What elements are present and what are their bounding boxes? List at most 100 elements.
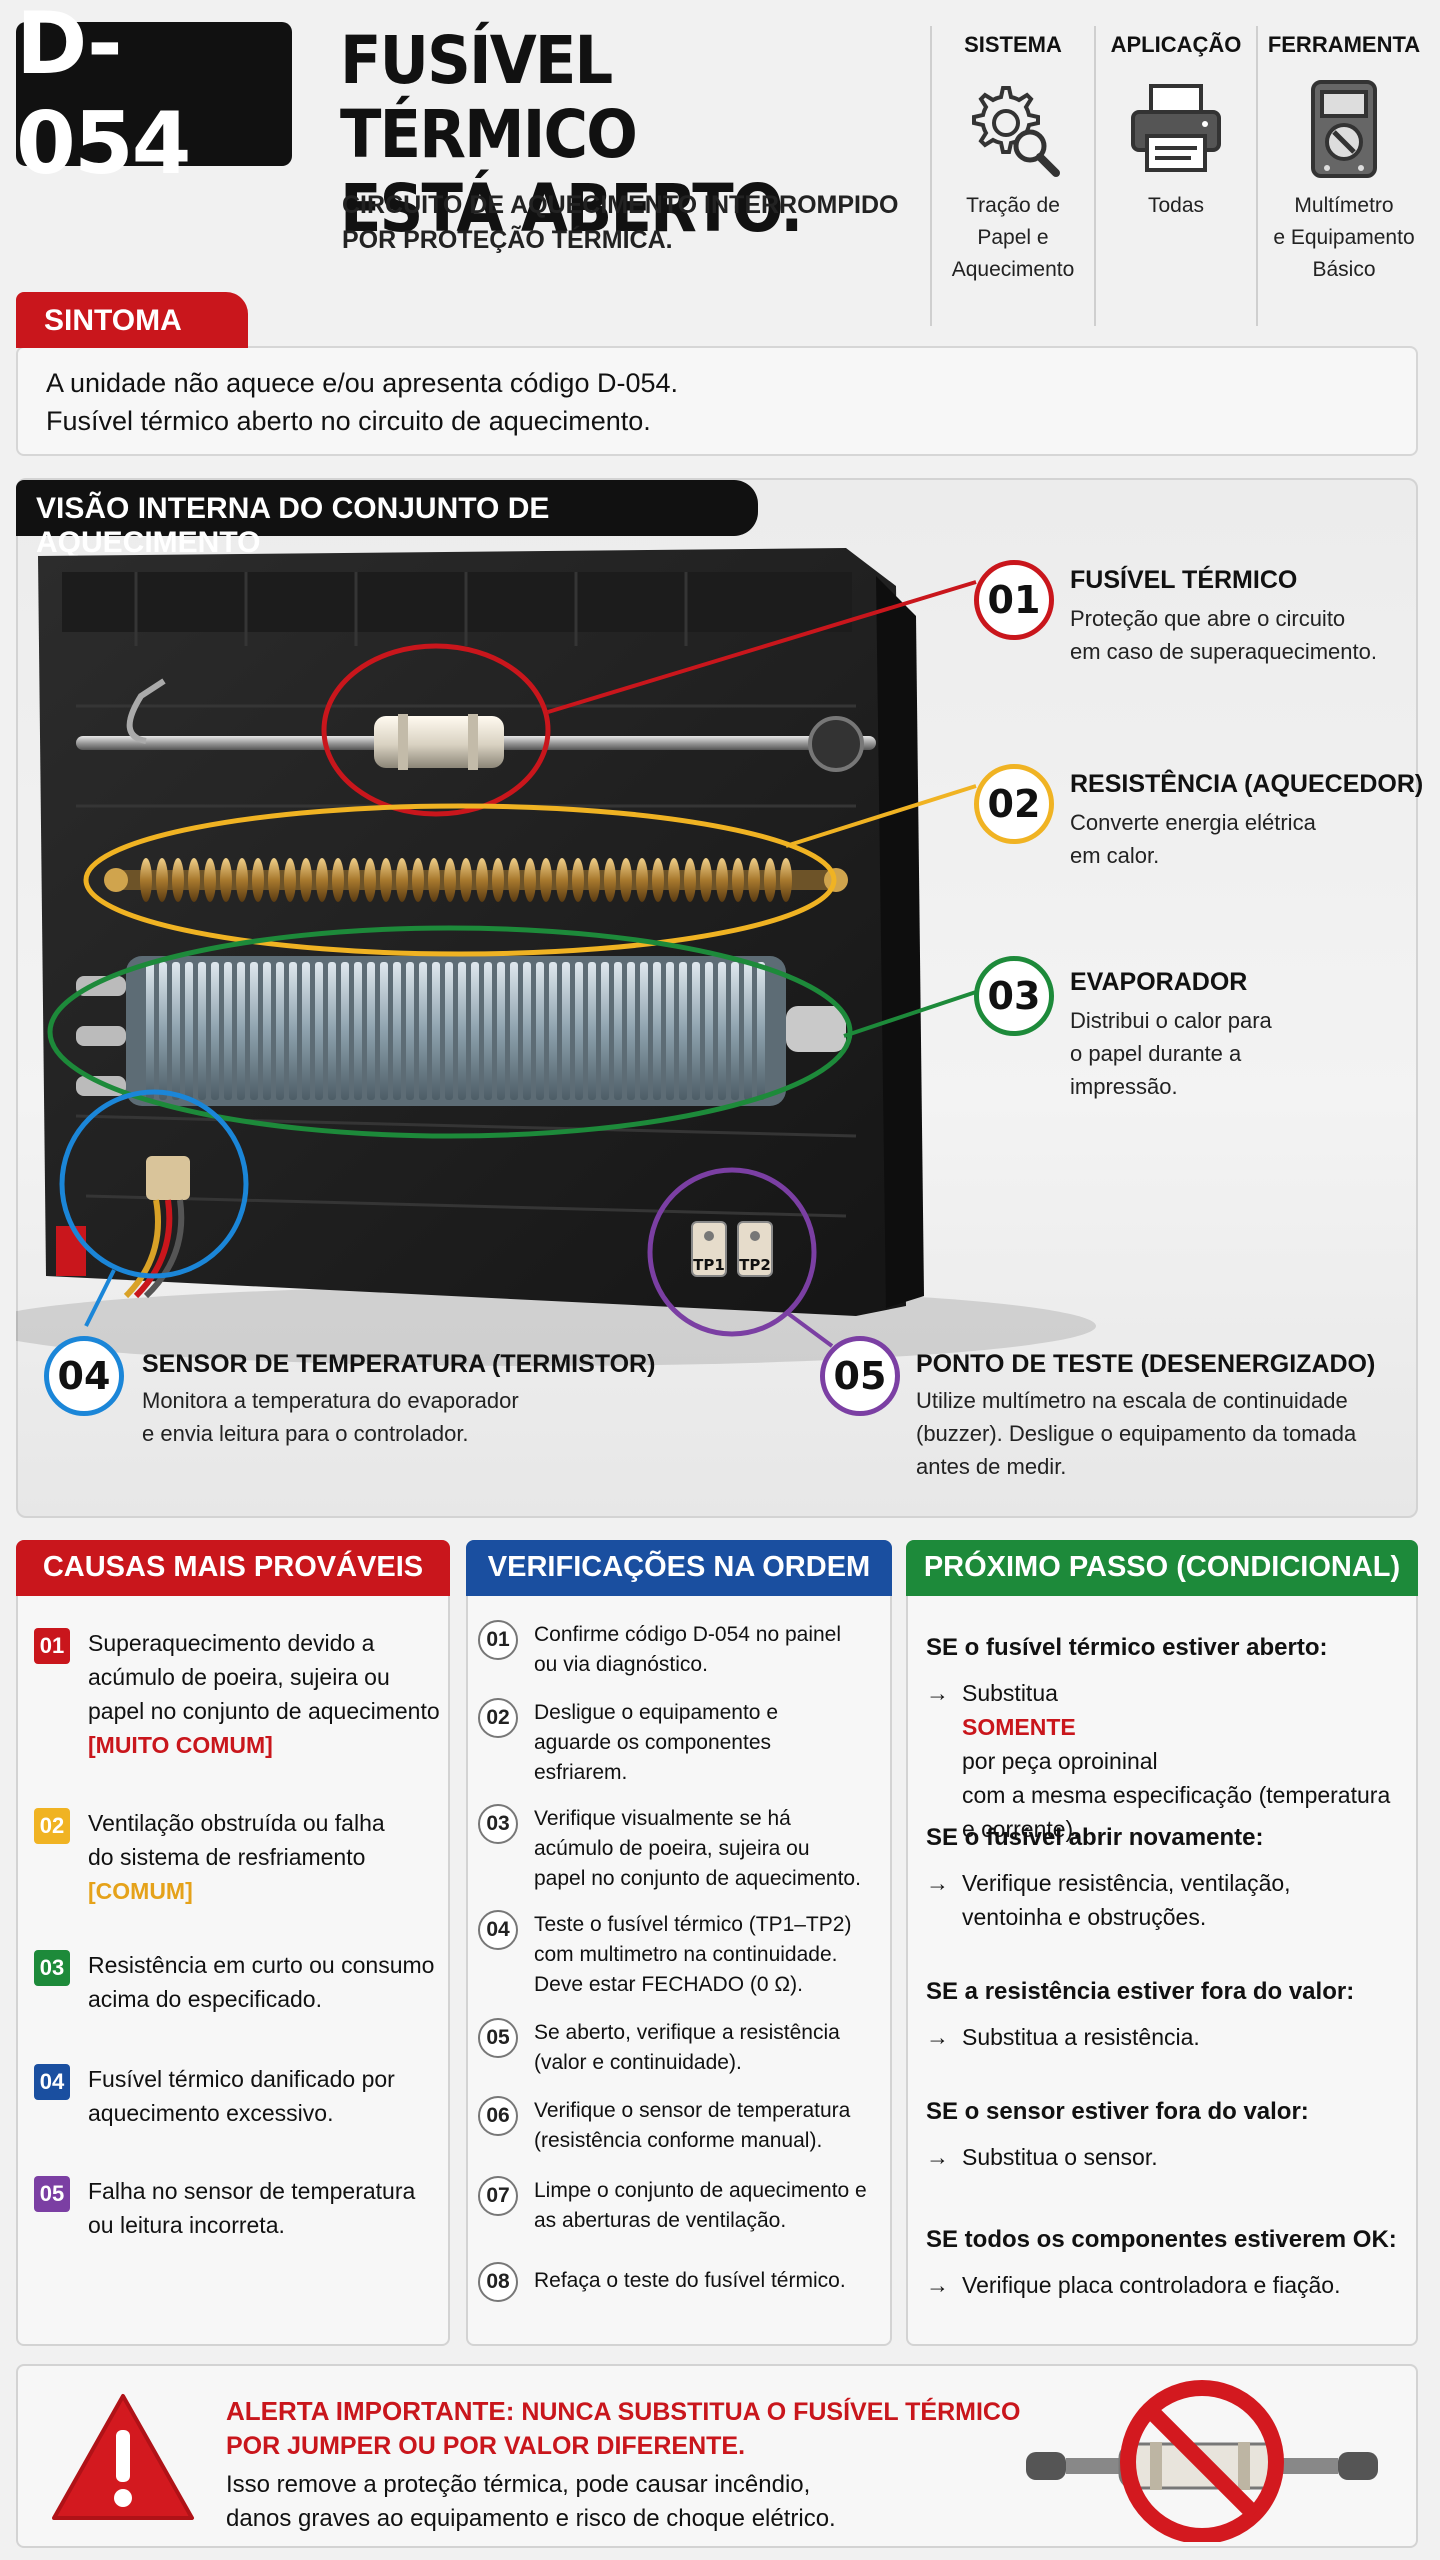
check-item: 05 Se aberto, verifique a resistência(va… bbox=[478, 2018, 840, 2078]
callout-number: 05 bbox=[820, 1336, 900, 1416]
arrow-right-icon: → bbox=[926, 1680, 949, 1706]
evaporator-fin bbox=[731, 962, 739, 1100]
alert-body: Isso remove a proteção térmica, pode cau… bbox=[226, 2471, 836, 2532]
causes-panel bbox=[16, 1540, 450, 2346]
evaporator-fins bbox=[146, 962, 765, 1100]
evaporator-fin bbox=[497, 962, 505, 1100]
leader-line-01 bbox=[547, 580, 977, 714]
coil-turn bbox=[204, 858, 216, 902]
coil-turn bbox=[604, 858, 616, 902]
step-condition: SE a resistência estiver fora do valor: bbox=[926, 1978, 1355, 2005]
cause-number: 01 bbox=[34, 1628, 70, 1664]
frequency-tag: [COMUM] bbox=[88, 1878, 193, 1904]
test-point-2-label: TP2 bbox=[739, 1256, 771, 1274]
evaporator-fin bbox=[588, 962, 596, 1100]
arrow-right-icon: → bbox=[926, 2144, 949, 2170]
evaporator-fin bbox=[653, 962, 661, 1100]
coil-turn bbox=[652, 858, 664, 902]
coil-turn bbox=[300, 858, 312, 902]
arrow-right-icon: → bbox=[926, 2024, 949, 2050]
coil-turn bbox=[460, 858, 472, 902]
evaporator-fin bbox=[536, 962, 544, 1100]
checks-panel bbox=[466, 1540, 892, 2346]
callout-number: 04 bbox=[44, 1336, 124, 1416]
evaporator-fin bbox=[146, 962, 154, 1100]
evaporator-fin bbox=[679, 962, 687, 1100]
check-number: 06 bbox=[478, 2096, 518, 2136]
step-condition: SE o sensor estiver fora do valor: bbox=[926, 2098, 1309, 2125]
test-point-1 bbox=[691, 1221, 727, 1277]
coil-turn bbox=[188, 858, 200, 902]
evaporator-fin bbox=[393, 962, 401, 1100]
frame-top-rail bbox=[62, 572, 852, 632]
multimeter-icon bbox=[1311, 80, 1377, 178]
evaporator-fin bbox=[159, 962, 167, 1100]
cause-item: 01 Superaquecimento devido a acúmulo de … bbox=[34, 1626, 440, 1762]
gear-magnifier-icon bbox=[972, 86, 1060, 177]
coil-turn bbox=[444, 858, 456, 902]
coil-turn bbox=[268, 858, 280, 902]
check-number: 01 bbox=[478, 1620, 518, 1660]
cause-number: 04 bbox=[34, 2064, 70, 2100]
leader-line-05 bbox=[784, 1310, 834, 1348]
evaporator-fin bbox=[263, 962, 271, 1100]
coil-turn bbox=[684, 858, 696, 902]
evaporator-fin bbox=[445, 962, 453, 1100]
evaporator-fin bbox=[302, 962, 310, 1100]
check-number: 05 bbox=[478, 2018, 518, 2058]
evaporator-fin bbox=[523, 962, 531, 1100]
test-point-2 bbox=[737, 1221, 773, 1277]
next-step-item: SE a resistência estiver fora do valor: … bbox=[926, 1978, 1406, 2054]
evaporator-fin bbox=[211, 962, 219, 1100]
callout-title: FUSÍVEL TÉRMICO bbox=[1070, 566, 1298, 594]
coil-turn bbox=[588, 858, 600, 902]
evaporator-fin bbox=[354, 962, 362, 1100]
coil-turn bbox=[348, 858, 360, 902]
cause-number: 02 bbox=[34, 1808, 70, 1844]
evaporator-fin bbox=[172, 962, 180, 1100]
error-code: D-054 bbox=[16, 0, 192, 194]
check-number: 08 bbox=[478, 2262, 518, 2302]
evaporator-fin bbox=[614, 962, 622, 1100]
evaporator-fin bbox=[198, 962, 206, 1100]
coil-turn bbox=[524, 858, 536, 902]
cause-item: 03 Resistência em curto ou consumo acima… bbox=[34, 1948, 434, 2016]
next-step-item: SE todos os componentes estiverem OK: → … bbox=[926, 2226, 1406, 2302]
info-system: SISTEMA Tração de Papel e Aquecimento bbox=[930, 26, 1094, 326]
evaporator-fin bbox=[549, 962, 557, 1100]
coil-turn bbox=[748, 858, 760, 902]
page-subtitle: CIRCUITO DE AQUECIMENTO INTERROMPIDO POR… bbox=[342, 191, 899, 254]
evaporator-fin bbox=[224, 962, 232, 1100]
evaporator-fin bbox=[510, 962, 518, 1100]
coil-turn bbox=[364, 858, 376, 902]
coil-turn bbox=[396, 858, 408, 902]
warning-triangle-icon bbox=[52, 2394, 194, 2520]
checks-header: VERIFICAÇÕES NA ORDEM bbox=[466, 1540, 892, 1596]
step-condition: SE todos os componentes estiverem OK: bbox=[926, 2226, 1397, 2253]
thermal-fuse bbox=[374, 716, 504, 768]
coil-turn bbox=[236, 858, 248, 902]
page-title: FUSÍVEL TÉRMICO ESTÁ ABERTO. bbox=[340, 22, 803, 247]
leader-line-02 bbox=[785, 784, 977, 848]
test-point-highlight-ring bbox=[647, 1167, 817, 1337]
next-step-item: SE o sensor estiver fora do valor: → Sub… bbox=[926, 2098, 1406, 2174]
evaporator-fin bbox=[718, 962, 726, 1100]
next-step-item: SE o fusível abrir novamente: → Verifiqu… bbox=[926, 1824, 1406, 1934]
coil-turn bbox=[428, 858, 440, 902]
symptom-label: SINTOMA bbox=[16, 292, 248, 348]
frequency-tag: [MUITO COMUM] bbox=[88, 1732, 273, 1758]
evaporator-fin bbox=[627, 962, 635, 1100]
leader-line-04 bbox=[84, 1269, 116, 1327]
printer-icon bbox=[1131, 84, 1221, 172]
check-number: 02 bbox=[478, 1698, 518, 1738]
arrow-right-icon: → bbox=[926, 1870, 949, 1896]
coil-turn bbox=[732, 858, 744, 902]
next-steps-header: PRÓXIMO PASSO (CONDICIONAL) bbox=[906, 1540, 1418, 1596]
evaporator-fin bbox=[744, 962, 752, 1100]
coil-turn bbox=[700, 858, 712, 902]
evaporator-fin bbox=[328, 962, 336, 1100]
coil-turn bbox=[668, 858, 680, 902]
evaporator-fin bbox=[458, 962, 466, 1100]
